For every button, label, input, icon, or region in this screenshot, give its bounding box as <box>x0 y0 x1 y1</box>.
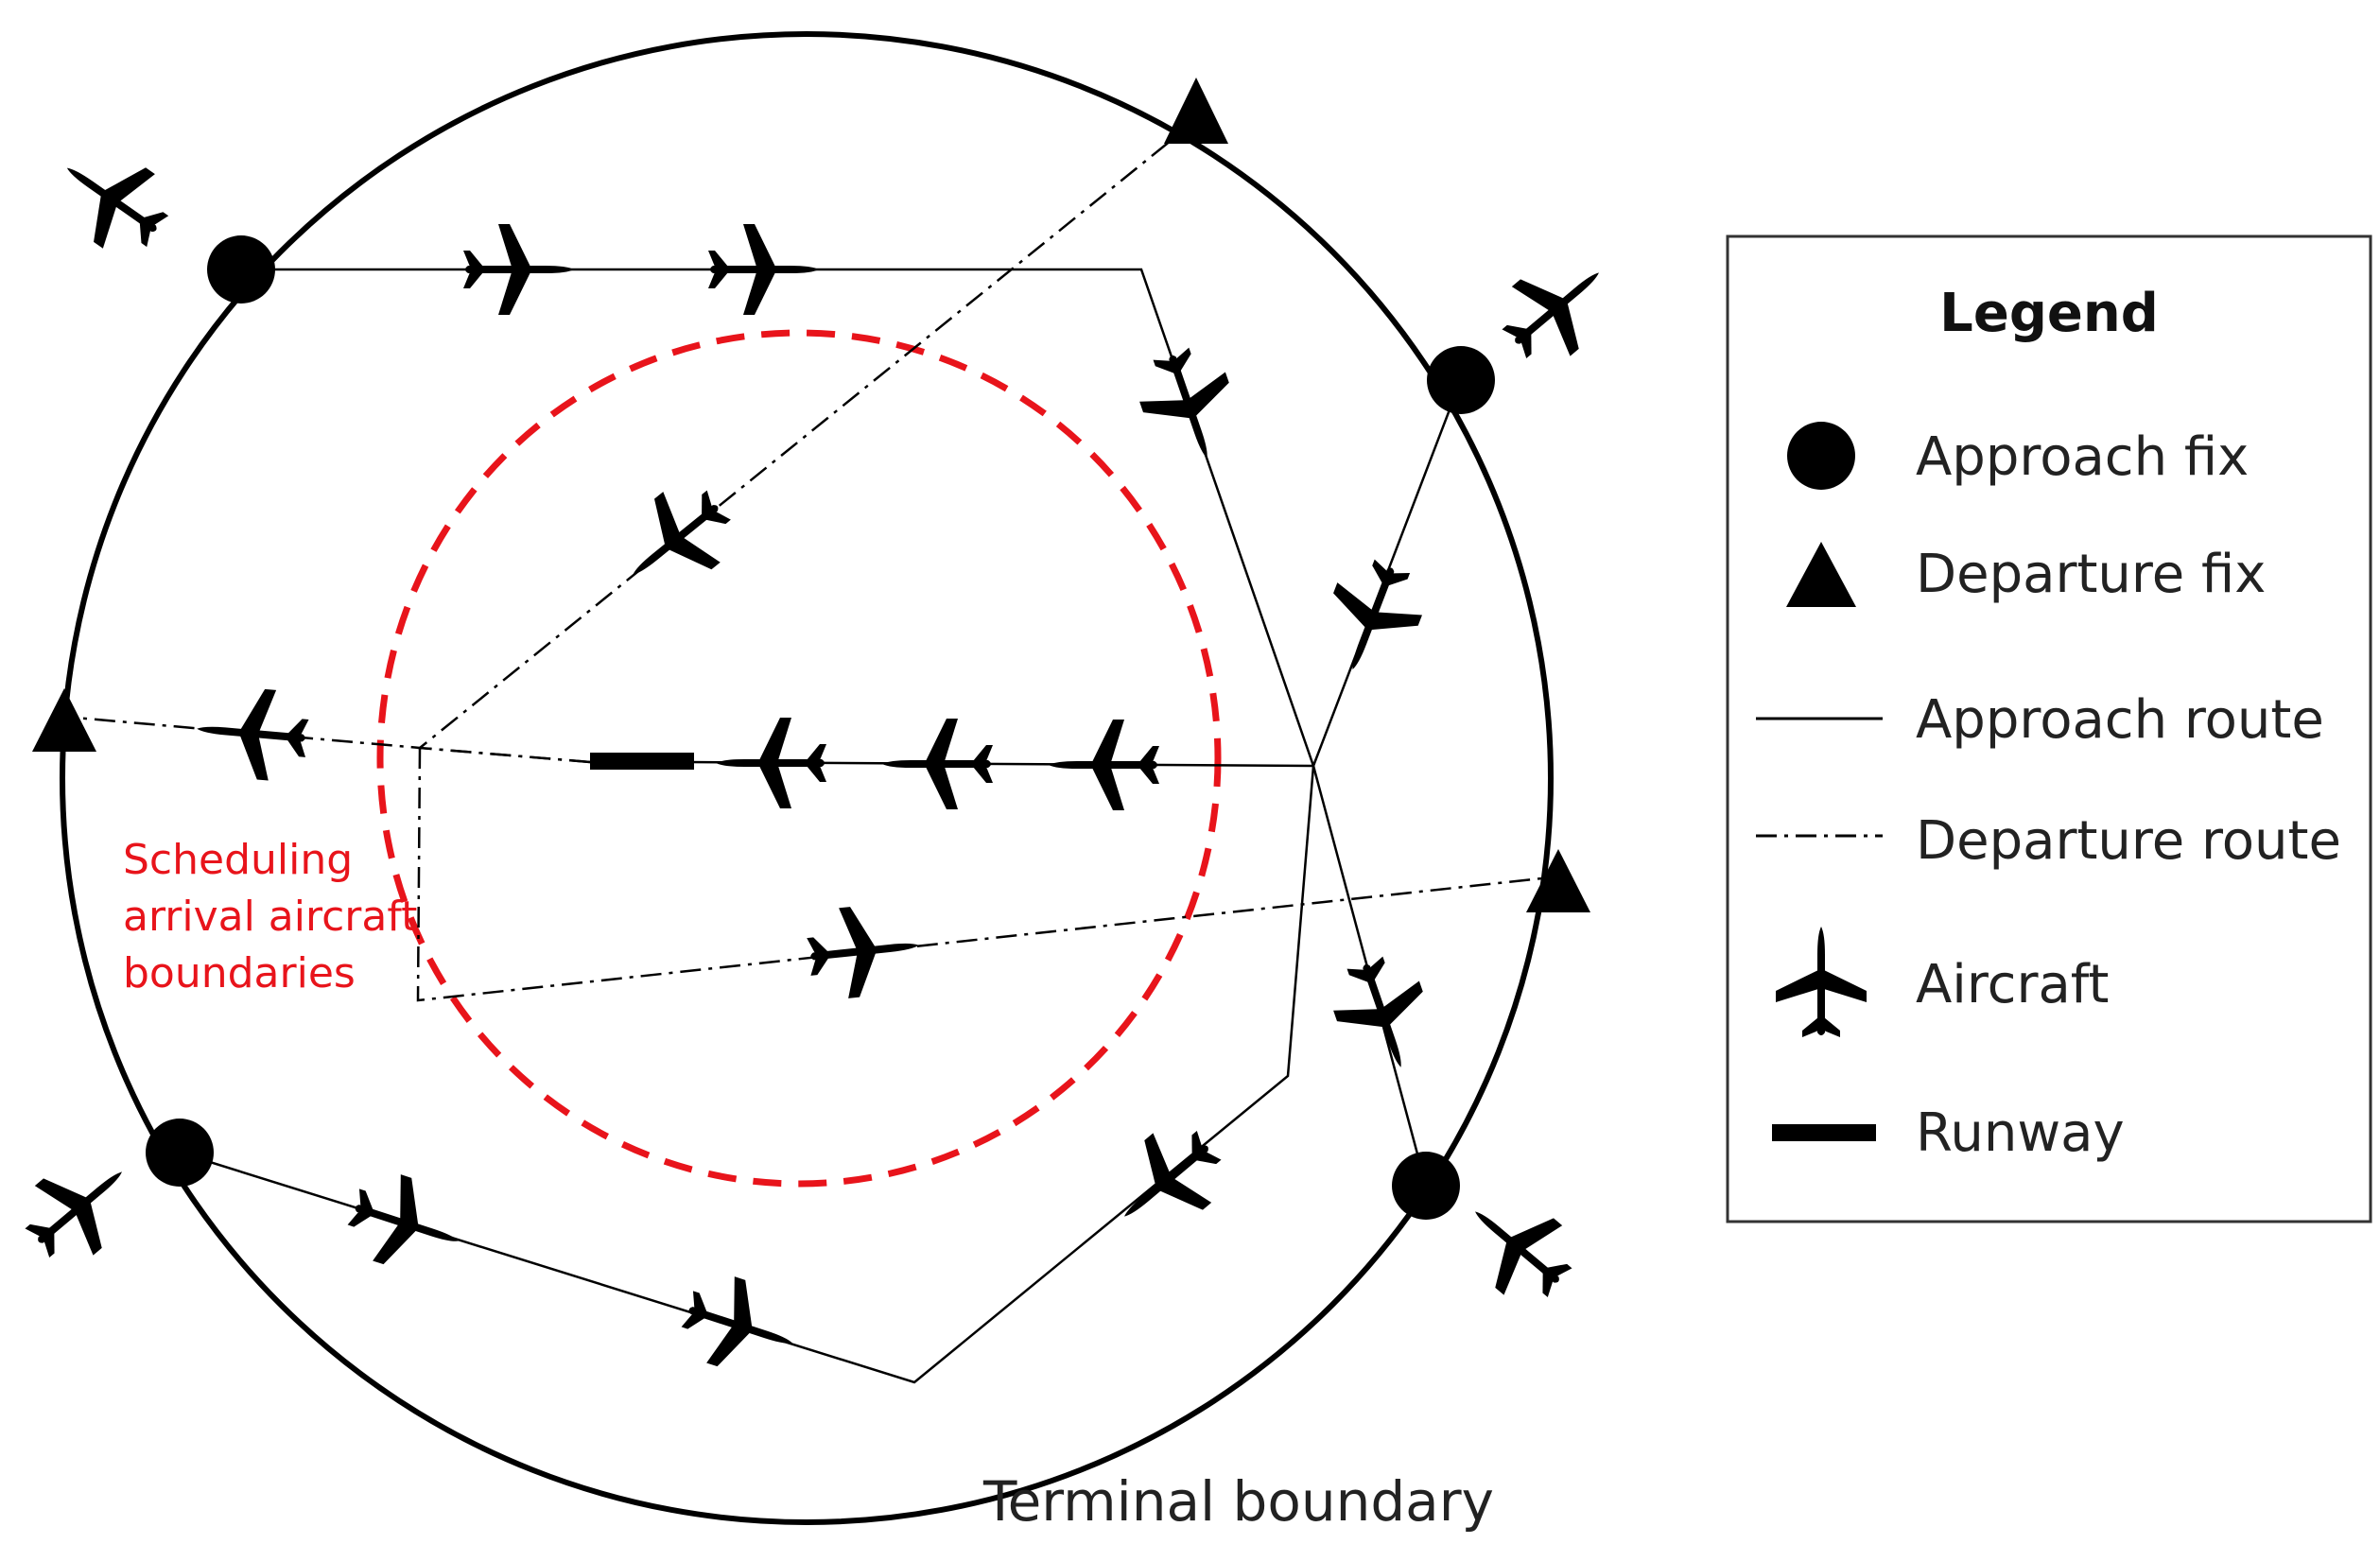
aircraft-icon <box>1310 549 1435 686</box>
legend-item-approach-fix: Approach fix <box>1916 426 2249 488</box>
legend-item-departure-fix: Departure fix <box>1916 544 2266 605</box>
triangle-icon <box>1786 542 1856 607</box>
approach-fix-southwest <box>146 1119 214 1187</box>
legend: Legend Approach fix Departure fix Approa… <box>1726 234 2372 1223</box>
approach-fix-northwest <box>207 235 275 304</box>
aircraft-icon <box>1128 338 1250 474</box>
scheduling-boundary-circle <box>376 329 1222 1188</box>
aircraft-icon <box>463 224 574 315</box>
aircraft-icon <box>339 1163 473 1285</box>
aircraft-icon <box>708 224 819 315</box>
aircraft-icon <box>672 1265 807 1387</box>
aircraft-icon <box>1049 720 1159 810</box>
circle-icon <box>1787 422 1855 490</box>
legend-item-aircraft: Aircraft <box>1916 954 2109 1015</box>
aircraft-icon <box>604 469 748 611</box>
aircraft-icon <box>716 718 826 808</box>
departure-route-west <box>63 715 591 764</box>
aircraft-icon <box>8 1136 151 1278</box>
aircraft-icon <box>1485 237 1628 379</box>
departure-routes <box>63 119 1552 1002</box>
approach-fixes <box>146 235 1495 1220</box>
aircraft-group <box>8 130 1628 1387</box>
aircraft-icon <box>1446 1176 1590 1318</box>
approach-route-northwest <box>241 268 1315 767</box>
aircraft-icon <box>804 899 924 1002</box>
approach-routes <box>179 268 1463 1384</box>
departure-fix-north <box>1164 78 1228 144</box>
scheduling-boundary-label-line1: Scheduling <box>123 836 353 884</box>
legend-box <box>1726 234 2372 1223</box>
legend-item-approach-route: Approach route <box>1916 689 2324 751</box>
legend-item-runway: Runway <box>1916 1102 2125 1164</box>
aircraft-icon <box>193 683 311 784</box>
aircraft-icon <box>41 130 184 269</box>
approach-route-southwest <box>179 765 1315 1384</box>
legend-title: Legend <box>1939 283 2159 344</box>
legend-item-departure-route: Departure route <box>1916 810 2341 872</box>
scheduling-boundary-label-line3: boundaries <box>123 949 356 998</box>
runway-icon <box>1772 1124 1876 1141</box>
departure-fix-west <box>32 688 96 752</box>
aircraft-icon <box>1095 1110 1239 1252</box>
departure-route-east <box>416 747 1552 1002</box>
runway <box>590 753 694 770</box>
departure-fixes <box>32 78 1590 912</box>
aircraft-icon <box>1322 947 1444 1083</box>
terminal-boundary-circle <box>60 31 1554 1525</box>
approach-fix-northeast <box>1427 346 1495 414</box>
approach-fix-southeast <box>1392 1152 1460 1220</box>
departure-fix-east <box>1526 849 1590 912</box>
scheduling-boundary-label-line2: arrival aircraft <box>123 893 417 941</box>
terminal-boundary-label: Terminal boundary <box>982 1469 1494 1534</box>
aircraft-icon <box>882 719 993 809</box>
